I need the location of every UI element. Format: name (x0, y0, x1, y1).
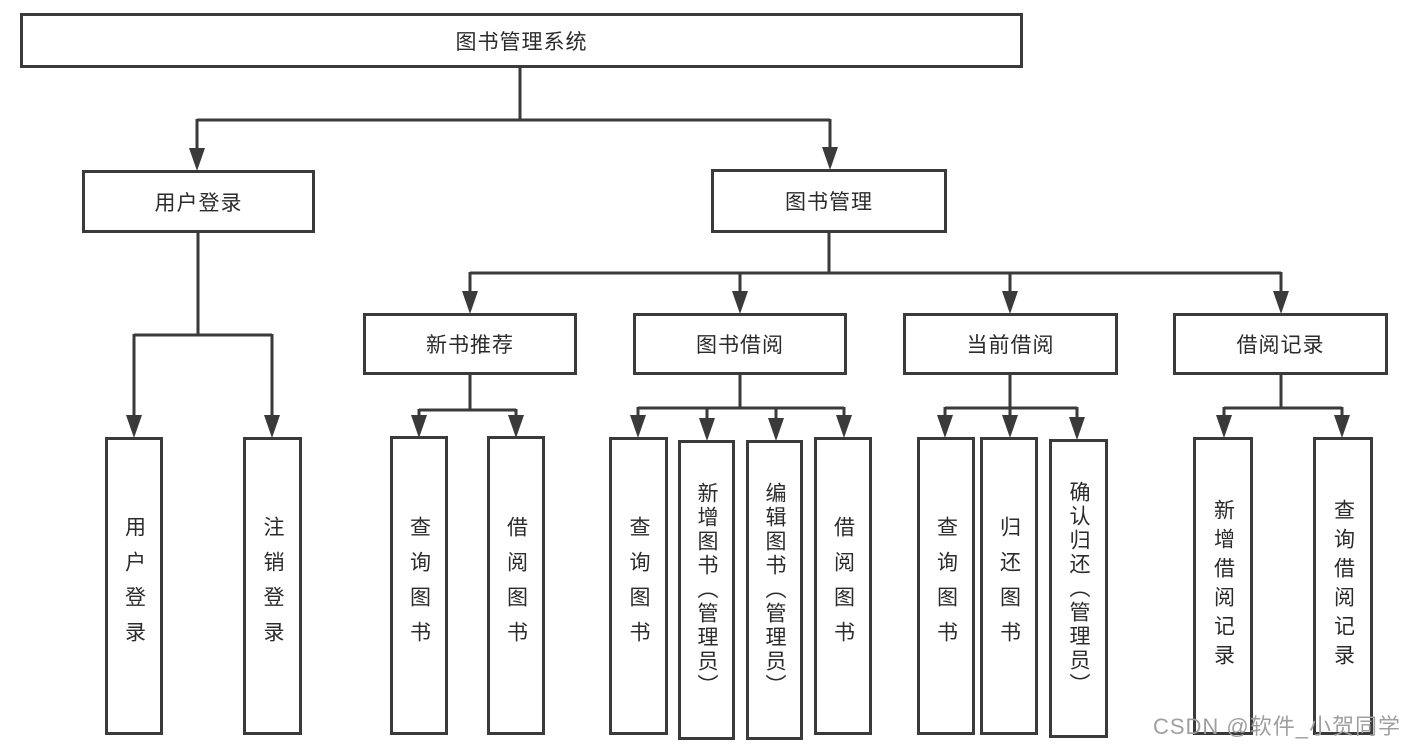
arrowhead (126, 415, 142, 438)
node-label: 图书管理 (785, 191, 873, 214)
node-label: 确认归还（管理员） (1067, 480, 1090, 697)
arrowhead (264, 415, 280, 438)
connector-user-login (132, 233, 274, 419)
node-label: 编辑图书（管理员） (763, 482, 786, 698)
leaf-user-login: 用户登录 (105, 437, 163, 735)
leaf-confirm-return-admin: 确认归还（管理员） (1049, 439, 1108, 738)
node-label: 新增借阅记录 (1211, 499, 1235, 673)
node-label: 当前借阅 (966, 334, 1055, 357)
node-label: 查询借阅记录 (1331, 499, 1355, 673)
node-label: 查询图书 (627, 516, 650, 656)
connector-current-borrow (943, 375, 1079, 421)
node-label: 借阅记录 (1236, 334, 1325, 357)
node-book-management: 图书管理 (711, 169, 947, 233)
node-label: 图书管理系统 (455, 30, 588, 54)
node-book-borrow: 图书借阅 (633, 313, 847, 375)
node-label: 注销登录 (261, 516, 284, 656)
arrowhead (768, 418, 784, 441)
arrowhead (1273, 291, 1289, 314)
arrowhead (189, 148, 205, 171)
leaf-add-borrow-record: 新增借阅记录 (1193, 437, 1253, 735)
node-label: 借阅图书 (504, 515, 528, 656)
node-label: 借阅图书 (831, 516, 855, 656)
leaf-query-books: 查询图书 (917, 437, 975, 735)
node-root: 图书管理系统 (20, 13, 1023, 68)
node-new-book-recommend: 新书推荐 (363, 313, 577, 375)
node-label: 图书借阅 (696, 334, 784, 357)
arrowhead (1002, 415, 1018, 438)
arrowhead (630, 415, 646, 438)
arrowhead (1069, 417, 1085, 440)
connector-book-borrow (636, 375, 846, 422)
node-label: 归还图书 (997, 516, 1021, 656)
arrowhead (836, 415, 852, 438)
arrowhead (937, 415, 953, 438)
leaf-query-borrow-record: 查询借阅记录 (1313, 437, 1373, 735)
arrowhead (508, 415, 524, 438)
connector-new-book-recommend (417, 375, 518, 420)
arrowhead (732, 291, 748, 314)
arrowhead (411, 415, 427, 438)
leaf-return-books: 归还图书 (980, 437, 1038, 735)
node-label: 新增图书（管理员） (695, 482, 718, 698)
arrowhead (822, 147, 838, 170)
arrowhead (1216, 415, 1232, 438)
leaf-query-books: 查询图书 (609, 437, 668, 735)
leaf-query-books: 查询图书 (390, 436, 448, 735)
node-user-login: 用户登录 (82, 170, 315, 233)
leaf-add-books-admin: 新增图书（管理员） (678, 440, 735, 740)
arrowhead (462, 291, 478, 314)
leaf-edit-books-admin: 编辑图书（管理员） (746, 440, 803, 740)
arrowhead (699, 418, 715, 441)
leaf-logout: 注销登录 (243, 437, 302, 735)
node-label: 查询图书 (934, 516, 958, 656)
arrowhead (1002, 291, 1018, 314)
connector-book-management (468, 233, 1283, 296)
node-label: 新书推荐 (426, 334, 514, 357)
leaf-borrow-books: 借阅图书 (487, 436, 545, 735)
watermark: CSDN @软件_小贺同学 (1152, 714, 1401, 739)
node-label: 用户登录 (122, 516, 146, 656)
arrowhead (1334, 415, 1350, 438)
node-label: 查询图书 (407, 515, 431, 656)
node-borrow-record: 借阅记录 (1173, 313, 1388, 375)
leaf-borrow-books: 借阅图书 (814, 437, 872, 735)
connector-root (195, 68, 832, 152)
connector-borrow-record (1222, 375, 1344, 420)
node-label: 用户登录 (154, 191, 243, 215)
node-current-borrow: 当前借阅 (903, 313, 1118, 375)
